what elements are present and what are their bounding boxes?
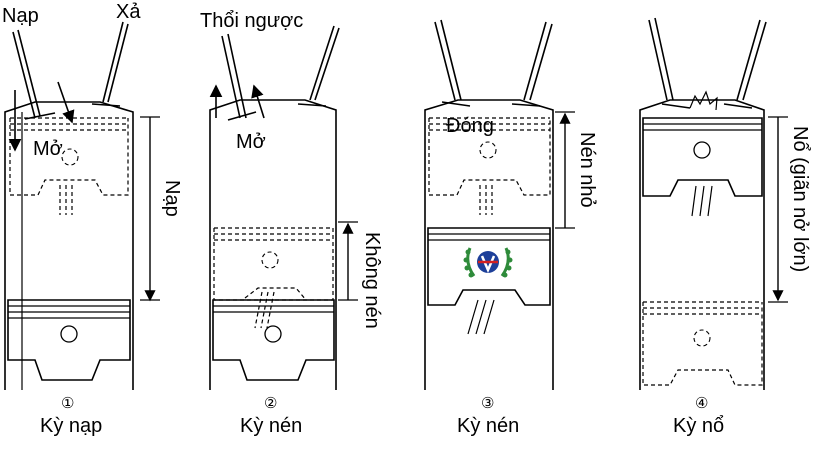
stroke-label-4: Nổ (giãn nở lớn) bbox=[789, 126, 811, 272]
panel-number-3: ③ bbox=[481, 395, 494, 412]
valves-4 bbox=[648, 17, 767, 109]
valves-1 bbox=[12, 21, 129, 120]
panel-4-power-stroke: Nổ (giãn nở lớn) ④ Kỳ nổ bbox=[639, 17, 811, 437]
valve-state-label-3: Đóng bbox=[446, 115, 494, 137]
piston-3 bbox=[427, 227, 551, 335]
stroke-dimension-4 bbox=[768, 116, 788, 303]
blowback-label-2: Thổi ngược bbox=[200, 10, 303, 32]
panel-number-1: ① bbox=[61, 395, 74, 412]
piston-2 bbox=[212, 299, 335, 381]
cylinder-2 bbox=[209, 99, 337, 390]
spark-burst-icon bbox=[689, 90, 718, 111]
laurel-emblem bbox=[463, 247, 513, 278]
stroke-dimension-1 bbox=[140, 116, 160, 302]
stroke-label-2: Không nén bbox=[361, 232, 383, 329]
exhaust-label-1: Xả bbox=[116, 1, 141, 23]
cylinder-4 bbox=[639, 99, 765, 390]
panel-caption-1: Kỳ nạp bbox=[40, 415, 102, 437]
cylinder-3 bbox=[424, 99, 554, 390]
intake-label-1: Nạp bbox=[2, 5, 39, 27]
top-dead-center-piston-ghost-1 bbox=[9, 117, 129, 215]
valves-2 bbox=[221, 25, 340, 121]
cylinder-1 bbox=[4, 101, 134, 390]
top-dead-center-piston-ghost-3 bbox=[428, 117, 551, 215]
stroke-label-3: Nén nhỏ bbox=[576, 132, 598, 208]
stroke-dimension-3 bbox=[555, 111, 575, 229]
bottom-dead-center-piston-ghost-4 bbox=[642, 301, 763, 386]
valve-state-label-1: Mở bbox=[33, 138, 63, 160]
stroke-dimension-2 bbox=[338, 221, 358, 301]
intake-arrows-1 bbox=[8, 81, 75, 152]
panel-caption-3: Kỳ nén bbox=[457, 415, 519, 437]
panel-2-compression-stroke-no-compression: Thổi ngược Mở Không nén ② Kỳ nén bbox=[200, 10, 383, 437]
bottom-dead-center-piston-ghost-2 bbox=[213, 227, 334, 329]
panel-caption-4: Kỳ nổ bbox=[673, 415, 724, 437]
blowback-arrows-2 bbox=[209, 84, 265, 119]
valves-3 bbox=[434, 19, 553, 107]
panel-number-4: ④ bbox=[695, 395, 708, 412]
piston-4 bbox=[642, 117, 763, 217]
piston-1 bbox=[7, 299, 131, 381]
panel-1-intake-stroke: Nạp Xả Mở Nạp ① Kỳ nạp bbox=[2, 1, 183, 437]
panel-caption-2: Kỳ nén bbox=[240, 415, 302, 437]
panel-number-2: ② bbox=[264, 395, 277, 412]
valve-state-label-2: Mở bbox=[236, 131, 266, 153]
panel-3-compression-stroke-small-compression: Đóng Nén nhỏ ③ Kỳ nén bbox=[424, 19, 598, 437]
stroke-label-1: Nạp bbox=[161, 180, 183, 217]
